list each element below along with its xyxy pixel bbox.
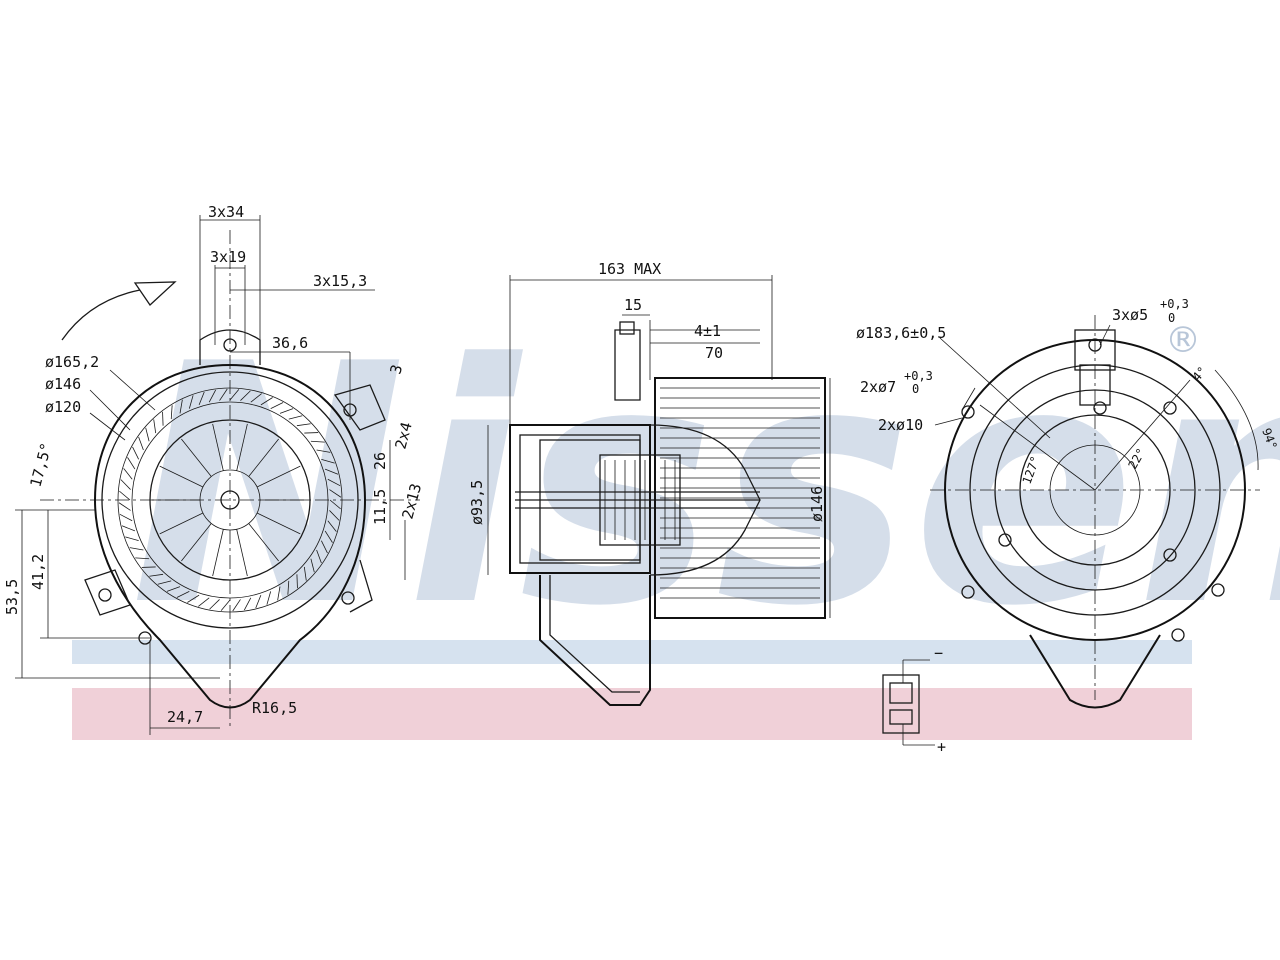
dim-36-6: 36,6 <box>272 334 308 352</box>
dim-holes-3x5-tol: +0,3 <box>1160 297 1189 311</box>
dim-24-7: 24,7 <box>167 708 203 726</box>
dim-dia-183-6: ø183,6±0,5 <box>856 324 946 342</box>
fan-cage-lines <box>660 387 820 599</box>
dim-angle-17-5: 17,5° <box>26 441 55 489</box>
dim-163-max: 163 MAX <box>598 260 661 278</box>
dim-holes-2x7-tol: +0,3 <box>904 369 933 383</box>
dim-dia-165-2: ø165,2 <box>45 353 99 371</box>
dim-11-5: 11,5 <box>371 489 389 525</box>
pink-band <box>72 688 1192 740</box>
front-view <box>15 215 420 735</box>
impeller-blades <box>118 388 342 612</box>
dim-holes-2x7-tol0: 0 <box>912 382 919 396</box>
side-view <box>487 275 831 706</box>
dim-70: 70 <box>705 344 723 362</box>
dim-26: 26 <box>371 452 389 470</box>
dim-41-2: 41,2 <box>29 554 47 590</box>
dim-15: 15 <box>624 296 642 314</box>
dim-holes-3x5: 3xø5 <box>1112 306 1148 324</box>
dim-dia-93-5: ø93,5 <box>468 480 486 525</box>
registered-mark: ® <box>1165 320 1201 361</box>
brand-watermark: Nissens <box>130 294 1280 678</box>
side-view-labels: 163 MAX 15 4±1 70 ø93,5 ø146 <box>468 260 826 525</box>
dim-holes-2x7: 2xø7 <box>860 378 896 396</box>
dim-dia-146-side: ø146 <box>808 486 826 522</box>
connector-plus: + <box>937 738 946 756</box>
dim-dia-146: ø146 <box>45 375 81 393</box>
dim-angle-94: 94° <box>1259 426 1280 451</box>
dim-holes-3x5-tol0: 0 <box>1168 311 1175 325</box>
dim-holes-2x10: 2xø10 <box>878 416 923 434</box>
connector-minus: − <box>934 644 943 662</box>
fan-spokes <box>152 423 308 577</box>
dim-53-5: 53,5 <box>3 579 21 615</box>
dim-dia-120: ø120 <box>45 398 81 416</box>
dim-pin-3: 3 <box>386 363 406 376</box>
dim-slot-15-3: 3x15,3 <box>313 272 367 290</box>
dim-r16-5: R16,5 <box>252 699 297 717</box>
rear-view <box>882 315 1260 746</box>
dim-slot-34: 3x34 <box>208 203 244 221</box>
blue-band <box>72 640 1192 664</box>
dim-4-tol: 4±1 <box>694 322 721 340</box>
dim-slot-19: 3x19 <box>210 248 246 266</box>
